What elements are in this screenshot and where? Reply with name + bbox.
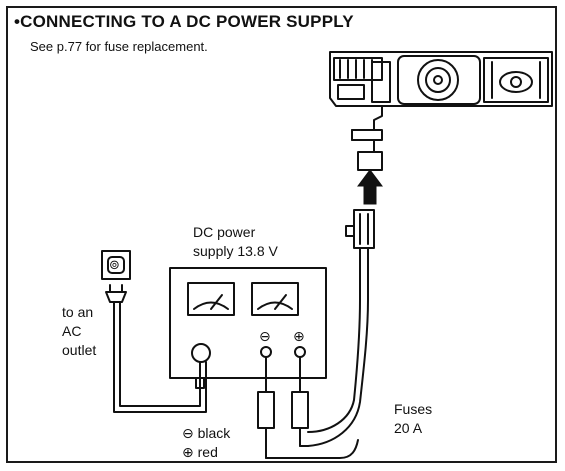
connect-arrow-icon	[357, 169, 383, 205]
psu-label-line1: DC power	[193, 224, 256, 240]
ac-label-line2: AC	[62, 323, 82, 339]
fuse-label-line2: 20 A	[394, 420, 423, 436]
section-heading: •CONNECTING TO A DC POWER SUPPLY	[14, 12, 354, 32]
ac-label-line3: outlet	[62, 342, 97, 358]
dc-cable-plug	[353, 209, 375, 249]
ac-label-line1: to an	[62, 304, 94, 320]
black-wire-label: ⊖ black	[182, 425, 231, 441]
psu-label-line2: supply 13.8 V	[193, 243, 278, 259]
ac-wall-outlet	[101, 250, 131, 280]
power-knob	[191, 343, 211, 363]
radio-connector	[351, 105, 383, 171]
fuse-note: See p.77 for fuse replacement.	[30, 39, 208, 54]
fan-icon	[417, 59, 459, 101]
heading-title: CONNECTING TO A DC POWER SUPPLY	[20, 12, 354, 31]
heading-bullet: •	[14, 12, 21, 31]
negative-terminal-label: ⊖	[259, 328, 271, 344]
fuse-label-line1: Fuses	[394, 401, 433, 417]
positive-terminal-label: ⊕	[293, 328, 305, 344]
fuse-holder-red	[291, 391, 309, 429]
outlet-symbol-icon: ⊚	[109, 257, 120, 272]
speaker-icon	[499, 71, 533, 93]
fuse-holder-black	[257, 391, 275, 429]
dc-power-supply	[169, 267, 327, 389]
red-wire-label: ⊕ red	[182, 444, 218, 460]
negative-terminal	[260, 346, 272, 358]
diagram-frame	[6, 6, 557, 463]
ac-plug	[109, 284, 123, 293]
positive-terminal	[294, 346, 306, 358]
transceiver-panel	[329, 51, 553, 107]
